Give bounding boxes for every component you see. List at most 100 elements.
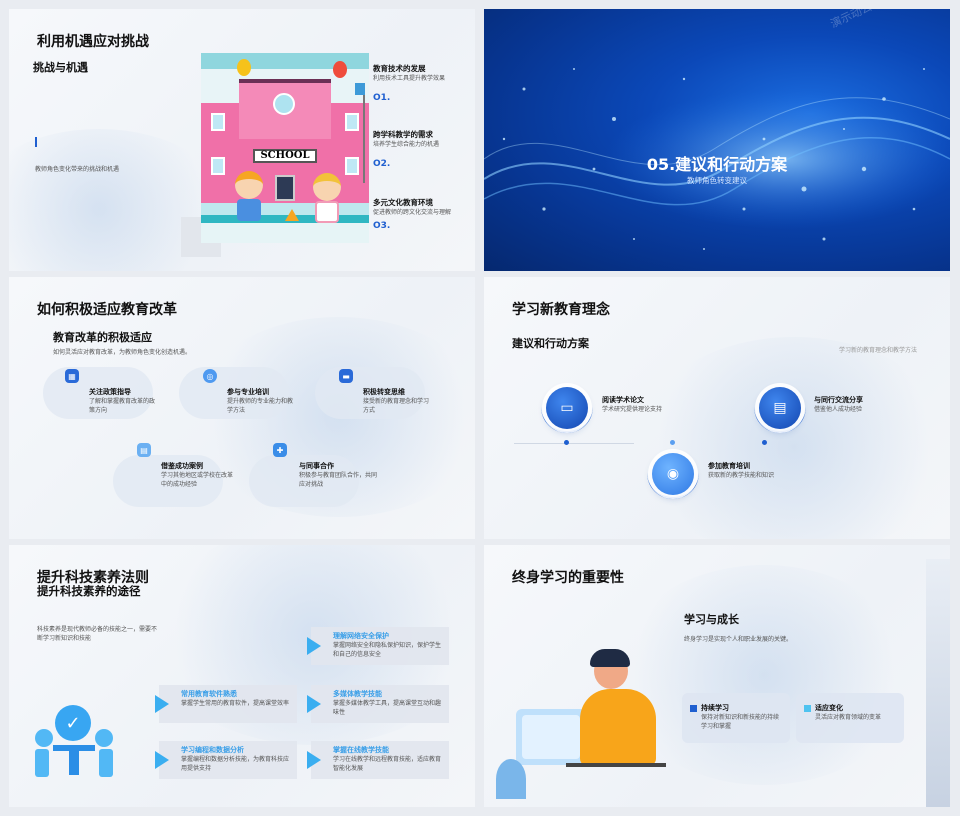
adapt-item-2: 参与专业培训 提升教师的专业能力和教学方法	[227, 387, 297, 415]
growth-card-1: 持续学习 保持对新知识和新技能的持续学习和掌握	[682, 693, 790, 743]
slide-intro: 如何灵活应对教育改革，为教师角色变化创造机遇。	[53, 349, 192, 356]
slide-title: 如何积极适应教育改革	[37, 302, 177, 318]
school-sign: SCHOOL	[253, 149, 317, 163]
building-icon: ▦	[65, 369, 79, 383]
teamwork-icon: ✓	[35, 705, 113, 781]
item-title: 常用教育软件熟悉	[181, 690, 237, 698]
tech-card-4: 学习编程和数据分析 掌握编程和数据分析技能，为教育科技应用提供支持	[155, 741, 297, 779]
item-number: O1.	[373, 93, 391, 103]
item-desc: 提升教师的专业能力和教学方法	[227, 398, 294, 414]
arrow-icon	[307, 751, 321, 769]
slide-intro: 终身学习是实现个人和职业发展的关键。	[684, 636, 793, 643]
growth-card-2: 适应变化 灵活应对教育领域的变革	[796, 693, 904, 743]
slide-subtitle: 提升科技素养的途径	[37, 584, 141, 598]
slide-section-divider[interactable]: 演示动公 05.建议和行动方案 教师角色转变建议	[484, 9, 950, 271]
item-desc: 学术研究提供理论支持	[602, 406, 663, 413]
handshake-icon: ✚	[273, 443, 287, 457]
slide-challenges-opportunities[interactable]: 利用机遇应对挑战 挑战与机遇 教师角色变化带来的挑战和机遇 SCHOOL 教育技…	[9, 9, 475, 271]
opportunity-item-2: 跨学科教学的需求 培养学生综合能力的机遇 O2.	[373, 129, 469, 169]
item-desc: 掌握网络安全和隐私保护知识，保护学生和自己的信息安全	[333, 642, 442, 658]
kid-boy	[235, 171, 263, 199]
item-desc: 接受新的教育理念和学习方式	[363, 398, 430, 414]
item-title: 借鉴成功案例	[161, 462, 203, 470]
adapt-item-4: 借鉴成功案例 学习其他地区或学校在改革中的成功经验	[161, 461, 233, 489]
tech-card-1: 理解网络安全保护 掌握网络安全和隐私保护知识，保护学生和自己的信息安全	[307, 627, 449, 665]
car-icon: ▬	[339, 369, 353, 383]
slide-subtitle: 建议和行动方案	[512, 337, 589, 350]
target-icon: ◎	[203, 369, 217, 383]
item-desc: 学习其他地区或学校在改革中的成功经验	[161, 472, 234, 488]
tech-card-3: 多媒体教学技能 掌握多媒体教学工具，提高课堂互动和趣味性	[307, 685, 449, 723]
item-desc: 积极参与教育团队合作，共同应对挑战	[299, 472, 378, 488]
item-title: 理解网络安全保护	[333, 632, 389, 640]
slide-subtitle: 挑战与机遇	[33, 61, 88, 74]
arrow-icon	[155, 751, 169, 769]
item-desc: 掌握编程和数据分析技能，为教育科技应用提供支持	[181, 756, 290, 772]
timeline-dot	[762, 440, 767, 445]
kid-girl	[313, 173, 341, 201]
item-desc: 了解和掌握教育改革的政策方向	[89, 398, 156, 414]
item-title: 关注政策指导	[89, 388, 131, 396]
timeline-dot	[670, 440, 675, 445]
item-title: 掌握在线教学技能	[333, 746, 389, 754]
balloon-yellow-icon	[237, 59, 251, 76]
tech-card-2: 常用教育软件熟悉 掌握学生常用的教育软件，提高课堂效率	[155, 685, 297, 723]
concept-item-3: 参加教育培训 获取新的教学技能和知识	[708, 461, 774, 480]
particle-wave-background	[484, 68, 950, 250]
slide-title: 提升科技素养法则	[37, 570, 149, 586]
arrow-icon	[307, 637, 321, 655]
opportunity-item-3: 多元文化教育环境 促进教师的跨文化交流与理解 O3.	[373, 197, 469, 231]
slide-title: 利用机遇应对挑战	[37, 34, 149, 50]
arrow-icon	[307, 695, 321, 713]
item-desc: 保持对新知识和新技能的持续学习和掌握	[701, 714, 780, 730]
message-icon: ▭	[546, 387, 588, 429]
section-title: 05.建议和行动方案	[646, 155, 788, 174]
item-title: 多媒体教学技能	[333, 690, 382, 698]
item-desc: 促进教师的跨文化交流与理解	[373, 209, 452, 216]
item-desc: 学习在线教学和远程教育技能，适应教育智能化发展	[333, 756, 442, 772]
item-number: O2.	[373, 159, 391, 169]
concept-item-1: 阅读学术论文 学术研究提供理论支持	[602, 395, 662, 414]
item-title: 学习编程和数据分析	[181, 746, 244, 754]
section-subtitle: 教师角色转变建议	[687, 176, 747, 185]
item-desc: 灵活应对教育领域的变革	[815, 714, 882, 721]
item-desc: 利用技术工具提升教学效果	[373, 75, 446, 82]
slide-caption: 学习新的教育理念和教学方法	[839, 347, 918, 354]
slide-title: 终身学习的重要性	[512, 570, 624, 586]
item-desc: 掌握学生常用的教育软件，提高课堂效率	[181, 700, 290, 707]
slide-caption: 教师角色变化带来的挑战和机遇	[35, 166, 120, 173]
timeline-dot	[564, 440, 569, 445]
item-title: 参与专业培训	[227, 388, 269, 396]
person-laptop-illustration	[496, 649, 666, 799]
school-illustration: SCHOOL	[201, 53, 369, 243]
timeline-line	[514, 443, 634, 444]
item-title: 阅读学术论文	[602, 396, 644, 404]
item-title: 适应变化	[815, 704, 843, 712]
adapt-item-5: 与同事合作 积极参与教育团队合作，共同应对挑战	[299, 461, 377, 489]
slide-subtitle: 教育改革的积极适应	[53, 331, 152, 344]
clipboard-icon: ▤	[759, 387, 801, 429]
item-desc: 获取新的教学技能和知识	[708, 472, 775, 479]
slide-new-concepts[interactable]: 学习新教育理念 建议和行动方案 学习新的教育理念和教学方法 ▭ 阅读学术论文 学…	[484, 277, 950, 539]
item-title: 参加教育培训	[708, 462, 750, 470]
webcam-icon: ◉	[652, 453, 694, 495]
slide-adapt-reform[interactable]: 如何积极适应教育改革 教育改革的积极适应 如何灵活应对教育改革，为教师角色变化创…	[9, 277, 475, 539]
slide-lifelong-learning[interactable]: 终身学习的重要性 学习与成长 终身学习是实现个人和职业发展的关键。 持续学习 保…	[484, 545, 950, 807]
balloon-red-icon	[333, 61, 347, 78]
item-desc: 掌握多媒体教学工具，提高课堂互动和趣味性	[333, 700, 442, 716]
item-desc: 培养学生综合能力的机遇	[373, 141, 440, 148]
item-title: 多元文化教育环境	[373, 198, 433, 207]
slide-subtitle: 学习与成长	[684, 613, 739, 626]
text-cursor-mark	[35, 137, 37, 147]
concept-item-2: 与同行交流分享 借鉴他人成功经验	[814, 395, 863, 414]
item-title: 与同事合作	[299, 462, 334, 470]
slide-title: 学习新教育理念	[512, 302, 610, 318]
item-title: 跨学科教学的需求	[373, 130, 433, 139]
tech-card-5: 掌握在线教学技能 学习在线教学和远程教育技能，适应教育智能化发展	[307, 741, 449, 779]
adapt-item-1: 关注政策指导 了解和掌握教育改革的政策方向	[89, 387, 159, 415]
slide-tech-literacy[interactable]: 提升科技素养法则 提升科技素养的途径 科技素养是现代教师必备的技能之一，需要不断…	[9, 545, 475, 807]
item-title: 持续学习	[701, 704, 729, 712]
bullet-square-icon	[804, 704, 811, 712]
item-title: 积极转变思维	[363, 388, 405, 396]
item-number: O3.	[373, 221, 391, 231]
